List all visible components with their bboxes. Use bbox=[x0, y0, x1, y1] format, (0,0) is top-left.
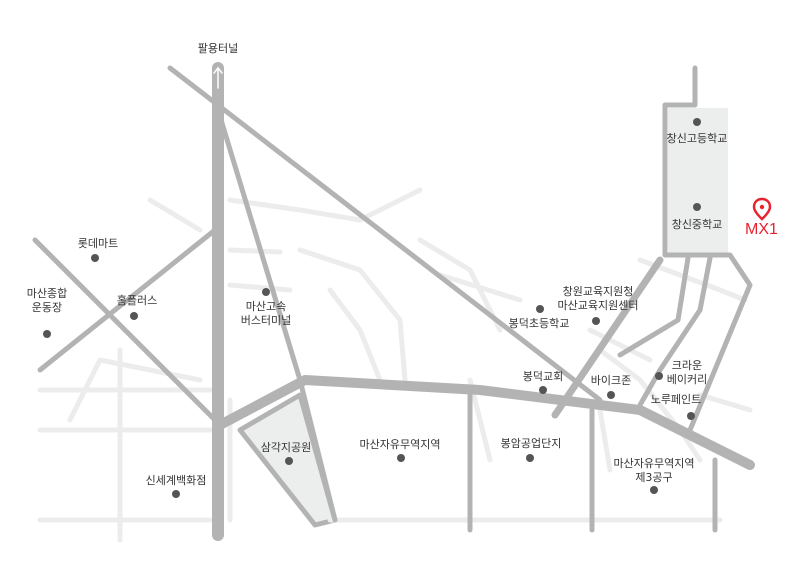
place-label: 홈플러스 bbox=[116, 294, 158, 307]
up-arrow-icon bbox=[213, 66, 223, 89]
place-dot bbox=[592, 317, 600, 325]
place-dot bbox=[526, 454, 534, 462]
place-dot bbox=[607, 391, 615, 399]
place-label: 신세계백화점 bbox=[145, 474, 207, 487]
place-label: 삼각지공원 bbox=[260, 441, 312, 454]
place-label: 마산종합 운동장 bbox=[26, 287, 68, 314]
place-dot bbox=[655, 372, 663, 380]
place-label: 창신고등학교 bbox=[666, 132, 728, 145]
major-roads bbox=[32, 62, 755, 541]
place-dot bbox=[650, 486, 658, 494]
place-label: 창원교육지원청 마산교육지원센터 bbox=[557, 285, 639, 312]
place-label: 마산고속 버스터미널 bbox=[240, 300, 292, 327]
place-label: 봉덕초등학교 bbox=[508, 317, 570, 330]
place-dot bbox=[262, 288, 270, 296]
place-dot bbox=[693, 118, 701, 126]
place-label: 롯데마트 bbox=[77, 237, 119, 250]
place-label: 창신중학교 bbox=[671, 218, 723, 231]
minor-roads bbox=[37, 187, 753, 543]
place-dot bbox=[539, 386, 547, 394]
place-label: 마산자유무역지역 bbox=[359, 438, 441, 451]
place-dot bbox=[91, 254, 99, 262]
place-label: 봉덕교회 bbox=[522, 370, 564, 383]
place-dot bbox=[687, 412, 695, 420]
school-campus-area bbox=[668, 108, 728, 256]
place-dot bbox=[130, 312, 138, 320]
place-dot bbox=[285, 457, 293, 465]
place-dot bbox=[397, 454, 405, 462]
place-label: 봉암공업단지 bbox=[500, 437, 562, 450]
place-label: 바이크존 bbox=[590, 374, 632, 387]
place-label: 노루페인트 bbox=[650, 393, 702, 406]
place-dot bbox=[693, 203, 701, 211]
place-label: 마산자유무역지역 제3공구 bbox=[613, 457, 695, 484]
place-dot bbox=[172, 490, 180, 498]
top-road-label: 팔용터널 bbox=[197, 42, 239, 55]
location-pin-icon bbox=[752, 197, 772, 221]
place-dot bbox=[536, 305, 544, 313]
place-label: 크라운 베이커리 bbox=[666, 359, 708, 386]
place-dot bbox=[43, 330, 51, 338]
marker-label: MX1 bbox=[745, 221, 778, 238]
